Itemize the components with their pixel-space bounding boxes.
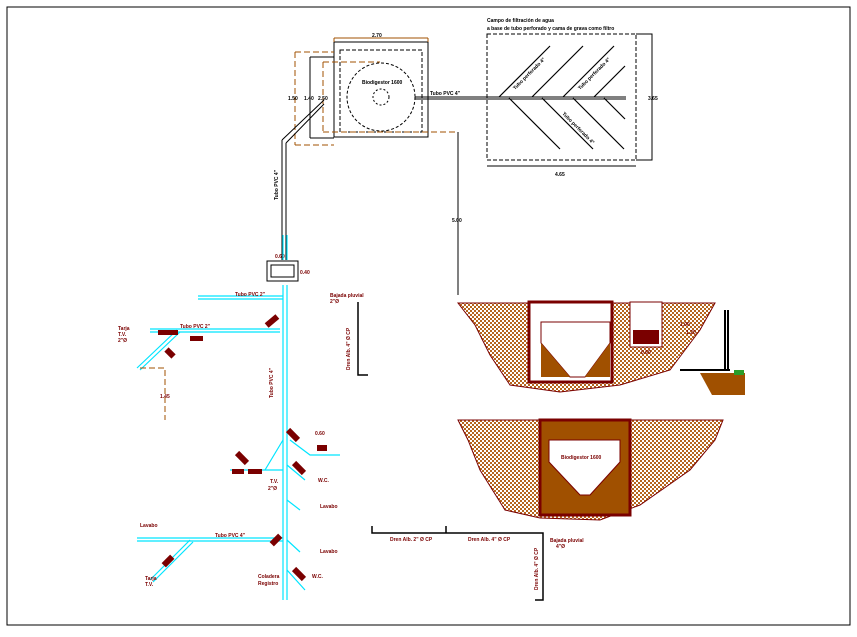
dim-top: 2.70 bbox=[372, 33, 382, 39]
drainage-network: 0.60 0.40 Tubo PVC bbox=[118, 235, 584, 601]
coladera-label: Coladera bbox=[258, 574, 280, 580]
dim-field-width: 4.65 bbox=[555, 172, 565, 178]
section-dim-1: 0.60 bbox=[641, 350, 651, 356]
fittings bbox=[158, 314, 327, 582]
section-dim-3: 1.20 bbox=[686, 330, 696, 336]
dren-vertical-label: Dren Alb. 4" Ø CP bbox=[346, 327, 352, 370]
pipe-2-label-top: Tubo PVC 2" bbox=[235, 292, 266, 298]
vertical-pipe-label: Tubo PVC 4" bbox=[274, 169, 280, 200]
perforated-label-2: Tubo perforado 4" bbox=[577, 56, 612, 91]
dim-left-3: 2.50 bbox=[318, 96, 328, 102]
dren-label-1: Dren Alb. 2" Ø CP bbox=[390, 537, 433, 543]
bajada-label: Bajada pluvial bbox=[330, 293, 364, 299]
tarja-label: Tarja bbox=[118, 326, 130, 332]
dim-060: 0.60 bbox=[315, 431, 325, 437]
tv-label-mid: T.V. bbox=[270, 479, 279, 485]
tank-circle bbox=[346, 62, 416, 132]
sheet-border bbox=[6, 6, 851, 626]
wc-label-2: W.C. bbox=[312, 574, 323, 580]
register-box bbox=[266, 260, 299, 282]
tv-label-bottom: T.V. bbox=[145, 582, 154, 588]
register-width: 0.60 bbox=[275, 254, 285, 260]
lavabo-label-1: Lavabo bbox=[320, 504, 338, 510]
register-height: 0.40 bbox=[300, 270, 310, 276]
tank-box bbox=[333, 41, 429, 138]
plan-view: Biodigestor 1600 2.70 1.50 1.40 2.50 Tub… bbox=[274, 18, 658, 295]
main-pipe-line bbox=[415, 96, 626, 100]
tv-size-label: 2"Ø bbox=[118, 338, 127, 344]
pipes bbox=[136, 235, 340, 600]
dim-drop: 5.00 bbox=[452, 218, 462, 224]
dim-left-1: 1.50 bbox=[288, 96, 298, 102]
lavabo-label-2: Lavabo bbox=[320, 549, 338, 555]
section-views: Biodigestor 1600 0.60 1.00 Biodigestor 1… bbox=[456, 300, 745, 521]
filter-field-box bbox=[486, 33, 637, 161]
wc-label-1: W.C. bbox=[318, 478, 329, 484]
perforated-pipes bbox=[498, 45, 626, 150]
section-2-tank-label: Biodigestor 1600 bbox=[561, 455, 602, 461]
dim-145: 1.45 bbox=[160, 394, 170, 400]
bajada-size: 2"Ø bbox=[330, 299, 339, 305]
bajada-2-label: Bajada pluvial bbox=[550, 538, 584, 544]
pipe-4-vertical-label: Tubo PVC 4" bbox=[269, 367, 275, 398]
dim-left-2: 1.40 bbox=[304, 96, 314, 102]
main-pipe-label: Tubo PVC 4" bbox=[430, 91, 461, 97]
tv-size-mid: 2"Ø bbox=[268, 486, 277, 492]
tarja-label-bottom: Tarja bbox=[145, 576, 157, 582]
pipe-2-label: Tubo PVC 2" bbox=[180, 324, 211, 330]
tank-label: Biodigestor 1600 bbox=[362, 80, 403, 86]
tv-label: T.V. bbox=[118, 332, 127, 338]
dren-label-2: Dren Alb. 4" Ø CP bbox=[468, 537, 511, 543]
field-title-1: Campo de filtración de agua bbox=[487, 18, 554, 24]
perforated-label-3: Tubo perforado 4" bbox=[561, 111, 596, 146]
lavabo-label-left: Lavabo bbox=[140, 523, 158, 529]
registro-label: Registro bbox=[258, 581, 278, 587]
section-dim-2: 1.00 bbox=[680, 322, 690, 328]
field-title-2: a base de tubo perforado y cama de grava… bbox=[487, 26, 614, 32]
section-1-tank-label: Biodigestor 1600 bbox=[553, 336, 594, 342]
bajada-2-size: 4"Ø bbox=[556, 544, 565, 550]
dren-label-3: Dren Alb. 4" Ø CP bbox=[534, 547, 540, 590]
pipe-4-label: Tubo PVC 4" bbox=[215, 533, 246, 539]
dim-field-height: 3.65 bbox=[648, 96, 658, 102]
